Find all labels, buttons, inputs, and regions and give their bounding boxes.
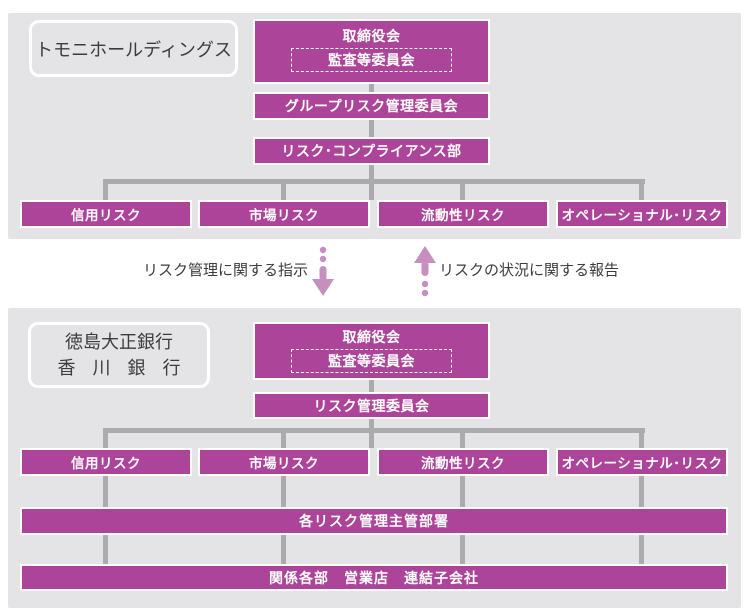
risk-management-committee-box: リスク管理委員会	[253, 392, 490, 419]
audit-committee-text: 監査等委員会	[328, 353, 415, 369]
connector	[103, 179, 108, 200]
connector	[639, 428, 644, 448]
related-divisions-box: 関係各部 営業店 連結子会社	[20, 564, 728, 591]
connector	[460, 428, 465, 448]
credit-risk-text: 信用リスク	[71, 208, 141, 223]
operational-risk-box-bottom: オペレーショナル･リスク	[556, 448, 728, 476]
market-risk-box-top: 市場リスク	[198, 200, 370, 228]
connector	[103, 428, 108, 448]
connector	[369, 120, 374, 137]
connector	[369, 380, 374, 392]
connector	[369, 84, 374, 92]
operational-risk-text: オペレーショナル･リスク	[561, 456, 723, 471]
risk-management-dept-text: 各リスク管理主管部署	[299, 513, 449, 529]
group-risk-committee-box: グループリスク管理委員会	[253, 92, 490, 120]
board-title: 取締役会	[342, 28, 401, 44]
liquidity-risk-text: 流動性リスク	[421, 456, 505, 471]
market-risk-text: 市場リスク	[249, 208, 319, 223]
connector	[639, 179, 644, 200]
connector	[103, 476, 108, 507]
credit-risk-text: 信用リスク	[71, 456, 141, 471]
banks-label-line1: 徳島大正銀行	[65, 332, 173, 352]
risk-compliance-dept-text: リスク･コンプライアンス部	[281, 143, 462, 159]
connector	[639, 535, 644, 564]
risk-management-committee-text: リスク管理委員会	[313, 397, 430, 414]
holdings-label: トモニホールディングス	[29, 20, 238, 77]
connector	[281, 428, 286, 448]
instruction-flow-label: リスク管理に関する指示	[142, 262, 308, 279]
banks-label: 徳島大正銀行 香 川 銀 行	[28, 322, 210, 388]
connector	[103, 535, 108, 564]
liquidity-risk-text: 流動性リスク	[421, 208, 505, 223]
banks-label-line2: 香 川 銀 行	[57, 358, 187, 378]
connector	[460, 535, 465, 564]
instruction-arrow-down-icon	[310, 246, 336, 298]
banks-board-box: 取締役会 監査等委員会	[253, 322, 490, 380]
connector	[281, 476, 286, 507]
board-title: 取締役会	[342, 329, 401, 345]
risk-compliance-dept-box: リスク･コンプライアンス部	[253, 137, 490, 165]
audit-committee-box: 監査等委員会	[291, 48, 452, 72]
audit-committee-text: 監査等委員会	[328, 52, 415, 68]
operational-risk-box-top: オペレーショナル･リスク	[556, 200, 728, 228]
connector	[281, 535, 286, 564]
credit-risk-box-top: 信用リスク	[20, 200, 192, 228]
audit-committee-box: 監査等委員会	[291, 349, 452, 373]
connector	[103, 179, 645, 184]
holdings-board-box: 取締役会 監査等委員会	[253, 19, 490, 84]
market-risk-box-bottom: 市場リスク	[198, 448, 370, 476]
connector	[103, 428, 645, 433]
connector	[369, 419, 374, 448]
holdings-label-text: トモニホールディングス	[35, 39, 232, 60]
connector	[281, 179, 286, 200]
group-risk-committee-text: グループリスク管理委員会	[284, 98, 459, 114]
credit-risk-box-bottom: 信用リスク	[20, 448, 192, 476]
connector	[639, 476, 644, 507]
liquidity-risk-box-bottom: 流動性リスク	[377, 448, 549, 476]
operational-risk-text: オペレーショナル･リスク	[561, 208, 723, 223]
market-risk-text: 市場リスク	[249, 456, 319, 471]
liquidity-risk-box-top: 流動性リスク	[377, 200, 549, 228]
report-arrow-up-icon	[412, 246, 438, 298]
related-divisions-text: 関係各部 営業店 連結子会社	[269, 569, 479, 586]
risk-management-dept-box: 各リスク管理主管部署	[20, 507, 728, 535]
connector	[460, 476, 465, 507]
connector	[460, 179, 465, 200]
report-flow-label: リスクの状況に関する報告	[439, 262, 620, 279]
